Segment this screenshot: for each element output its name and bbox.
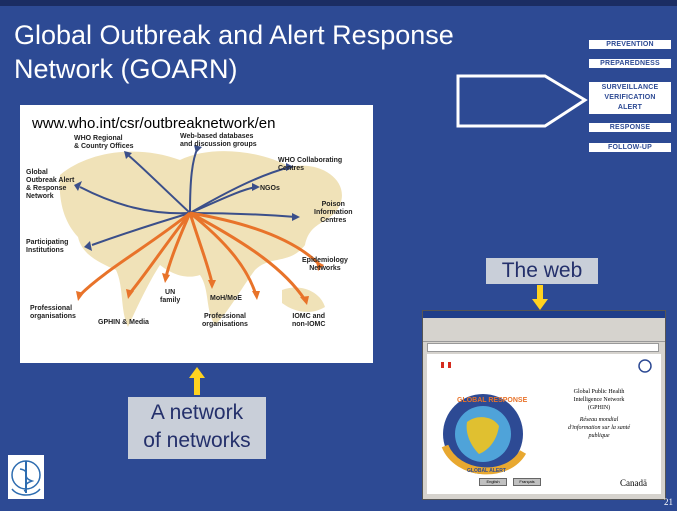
who-emblem-icon [8,455,44,499]
slide-title: Global Outbreak and Alert Response Netwo… [14,18,534,86]
francais-button[interactable]: Français [513,478,541,486]
browser-toolbar [423,319,665,342]
title-line-2: Network (GOARN) [14,54,238,84]
world-map-shape [59,151,342,327]
gphin-title-line-2: Intelligence Network [573,397,625,403]
pill-alert: ALERT [617,104,643,111]
pill-surveillance-group: SURVEILLANCE VERIFICATION ALERT [589,82,671,114]
goarn-url: www.who.int/csr/outbreaknetwork/en [32,115,276,132]
canada-wordmark: Canadä [620,478,647,488]
gphin-title-line-3: (GPHIN) [587,405,611,411]
gphin-page: GLOBAL RESPONSE GLOBAL ALERT Global Publ… [427,354,661,494]
callout-the-web: The web [486,258,598,284]
label-epidemiology: Epidemiology Networks [302,257,348,272]
gphin-fr-block: Réseau mondial d'information sur la sant… [549,416,649,440]
gphin-fr-line-2: d'information sur la santé [567,425,631,431]
yellow-arrow-down-icon [532,285,548,310]
label-poison-centres: Poison Information Centres [314,201,353,224]
pill-surveillance: SURVEILLANCE [601,84,659,91]
label-who-regional: WHO Regional & Country Offices [74,135,134,150]
title-line-1: Global Outbreak and Alert Response [14,20,454,50]
gphin-title-line-1: Global Public Health [573,389,625,395]
browser-address-bar [427,343,659,352]
pointer-arrow-outline-icon [456,74,588,128]
pill-prevention: PREVENTION [589,40,671,49]
label-un-family: UN family [160,289,181,304]
label-web-databases: Web-based databases and discussion group… [180,133,257,148]
gphin-graphic: GLOBAL RESPONSE GLOBAL ALERT [441,359,652,475]
top-border [0,0,677,6]
label-goarn: Global Outbreak Alert & Response Network [26,169,75,200]
callout-network-line-1: A network [150,401,244,424]
ribbon-bottom-text: GLOBAL ALERT [467,468,506,474]
english-button[interactable]: English [479,478,507,486]
label-iomc: IOMC and non-IOMC [292,313,326,328]
label-professional-left: Professional organisations [30,305,76,320]
yellow-arrow-up-icon [189,367,205,395]
callout-network-of-networks: A network of networks [128,397,266,459]
callout-network-line-2: of networks [143,429,251,452]
gphin-fr-line-3: publique [588,433,610,439]
ribbon-top-text: GLOBAL RESPONSE [457,397,528,404]
label-who-collaborating: WHO Collaborating Centres [278,157,343,172]
pill-followup: FOLLOW-UP [589,143,671,152]
who-emblem-small-icon [638,359,652,373]
network-map-panel: www.who.int/csr/outbreaknetwork/en WHO R… [20,105,373,363]
pill-preparedness: PREPAREDNESS [589,59,671,68]
page-number: 21 [664,497,673,507]
gphin-title-text: Global Public Health Intelligence Networ… [549,388,649,440]
network-map-graphic [59,145,342,327]
gphin-fr-line-1: Réseau mondial [579,417,619,423]
label-participating: Participating Institutions [26,239,69,254]
global-response-logo-icon [441,394,527,475]
label-ngos: NGOs [260,185,280,192]
pill-response: RESPONSE [589,123,671,132]
arrow-bundle [74,145,324,305]
label-mohimoe: MoH/MoE [210,295,242,302]
browser-title-bar [423,311,665,318]
label-gphin-media: GPHIN & Media [98,319,149,326]
pill-verification: VERIFICATION [604,94,656,101]
label-professional-right: Professional organisations [202,313,248,328]
gphin-browser-screenshot: GLOBAL RESPONSE GLOBAL ALERT Global Publ… [422,310,666,500]
